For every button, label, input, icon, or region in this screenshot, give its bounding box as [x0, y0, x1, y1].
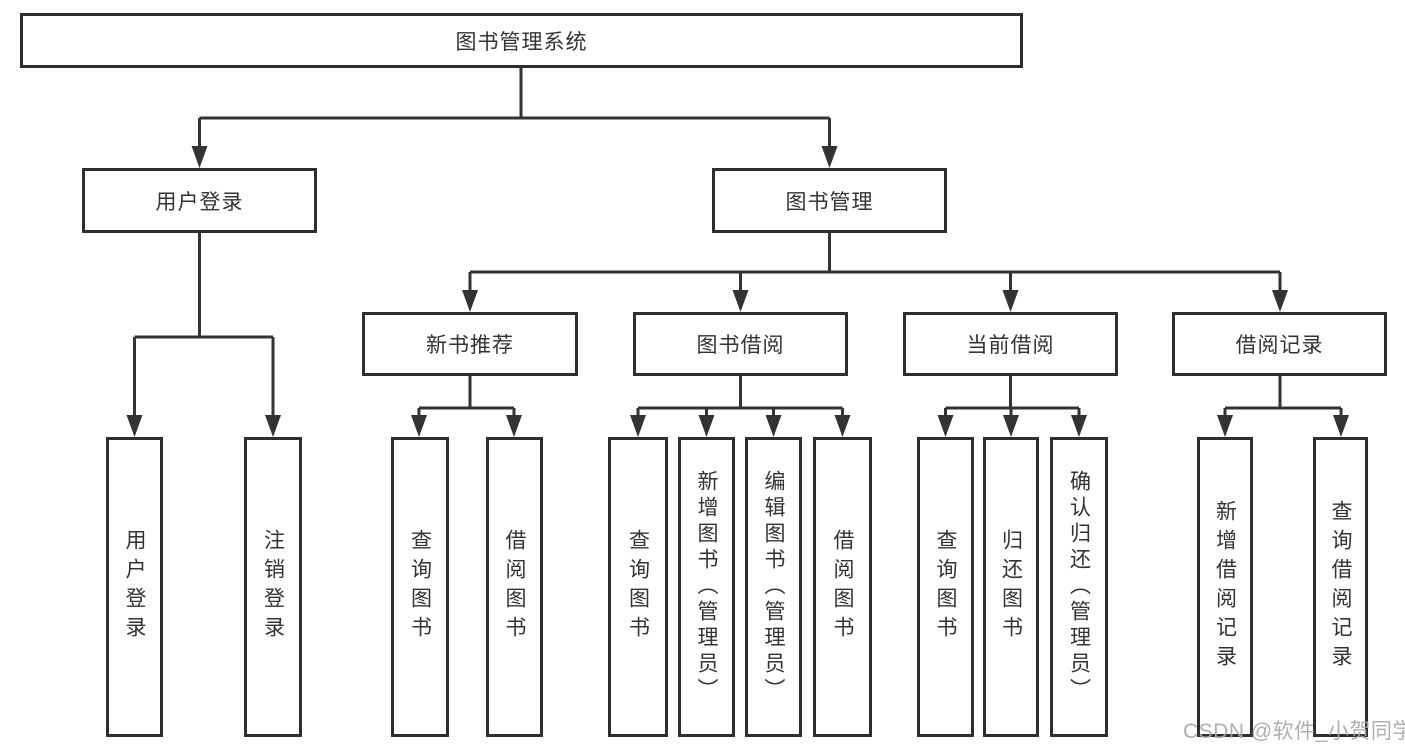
node-new-book-recommend: 新书推荐	[362, 312, 578, 376]
arrowhead	[732, 290, 749, 312]
arrowhead	[821, 146, 838, 168]
node-borrow-records: 借阅记录	[1172, 312, 1387, 376]
arrowhead	[630, 415, 646, 437]
connector-login-to-children	[133, 233, 275, 417]
arrowhead	[698, 415, 715, 437]
node-logout-leaf: 注销登录	[244, 437, 302, 737]
node-current-query-books: 查询图书	[917, 437, 974, 737]
node-book-borrow: 图书借阅	[633, 312, 848, 376]
connector-records-to-children	[1223, 376, 1343, 417]
node-borrow-add-books-admin: 新增图书（管理员）	[678, 437, 735, 737]
node-recommend-query-books: 查询图书	[391, 437, 449, 737]
arrowhead	[411, 415, 427, 437]
connector-root-to-level1	[198, 68, 831, 148]
arrowhead	[1217, 415, 1233, 437]
connector-recommend-to-children	[417, 376, 516, 417]
node-current-confirm-return-admin: 确认归还（管理员）	[1050, 437, 1108, 737]
node-records-add-record: 新增借阅记录	[1197, 437, 1253, 737]
arrowhead	[506, 415, 522, 437]
csdn-watermark: CSDN @软件_小贺同学	[1183, 720, 1405, 743]
node-records-query-record: 查询借阅记录	[1313, 437, 1368, 737]
node-root-system: 图书管理系统	[20, 13, 1023, 68]
arrowhead	[1272, 290, 1288, 312]
node-borrow-query-books: 查询图书	[608, 437, 668, 737]
node-current-return-books: 归还图书	[983, 437, 1039, 737]
node-user-login-leaf: 用户登录	[106, 437, 163, 737]
node-borrow-edit-books-admin: 编辑图书（管理员）	[745, 437, 802, 737]
node-borrow-borrow-books: 借阅图书	[813, 437, 872, 737]
arrowhead	[834, 415, 851, 437]
arrowhead	[126, 415, 143, 437]
node-recommend-borrow-books: 借阅图书	[486, 437, 543, 737]
arrowhead	[1333, 415, 1349, 437]
node-current-borrow: 当前借阅	[903, 312, 1118, 376]
connector-current-to-children	[944, 376, 1081, 417]
arrowhead	[1071, 415, 1087, 437]
connector-management-to-sections	[468, 233, 1282, 292]
arrowhead	[265, 415, 281, 437]
arrowhead	[937, 415, 954, 437]
arrowhead	[1003, 415, 1019, 437]
connector-borrow-to-children	[636, 376, 844, 417]
arrowhead	[765, 415, 782, 437]
arrowhead	[1002, 290, 1019, 312]
arrowhead	[191, 146, 208, 168]
node-user-login-branch: 用户登录	[82, 168, 317, 233]
node-book-management-branch: 图书管理	[712, 168, 947, 233]
arrowhead	[462, 290, 478, 312]
